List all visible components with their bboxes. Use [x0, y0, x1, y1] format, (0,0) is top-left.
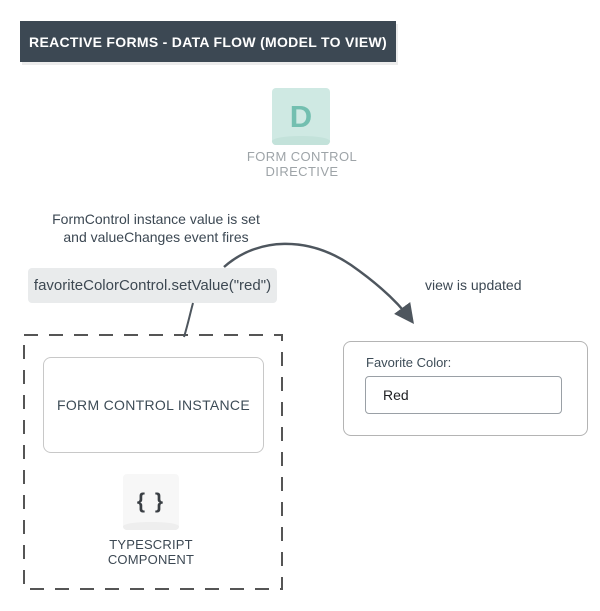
connector-line — [183, 302, 194, 338]
code-box: favoriteColorControl.setValue("red") — [28, 268, 277, 303]
directive-label: FORM CONTROL DIRECTIVE — [211, 149, 393, 179]
event-note: FormControl instance value is set and va… — [30, 210, 282, 246]
code-text: favoriteColorControl.setValue("red") — [33, 277, 272, 294]
event-note-line1: FormControl instance value is set — [52, 211, 260, 227]
directive-icon-letter: D — [289, 98, 313, 134]
diagram-title: REACTIVE FORMS - DATA FLOW (MODEL TO VIE… — [29, 33, 387, 50]
event-note-line2: and valueChanges event fires — [63, 229, 249, 245]
typescript-component-label: TYPESCRIPT COMPONENT — [63, 537, 239, 567]
form-control-instance-label: FORM CONTROL INSTANCE — [57, 397, 250, 413]
braces-icon: { } — [123, 474, 179, 530]
directive-label-line1: FORM CONTROL — [246, 149, 358, 164]
typescript-component-line1: TYPESCRIPT — [109, 537, 193, 552]
form-control-instance-box: FORM CONTROL INSTANCE — [43, 357, 264, 453]
directive-label-line2: DIRECTIVE — [265, 164, 339, 179]
diagram-title-bar: REACTIVE FORMS - DATA FLOW (MODEL TO VIE… — [20, 21, 396, 62]
favorite-color-label: Favorite Color: — [366, 355, 452, 370]
form-view-card: Favorite Color: — [343, 341, 588, 436]
typescript-component-line2: COMPONENT — [107, 552, 195, 567]
braces-glyph: { } — [136, 490, 166, 513]
favorite-color-input[interactable] — [365, 376, 562, 414]
arrow-label: view is updated — [425, 277, 522, 293]
directive-icon: D — [272, 88, 330, 145]
